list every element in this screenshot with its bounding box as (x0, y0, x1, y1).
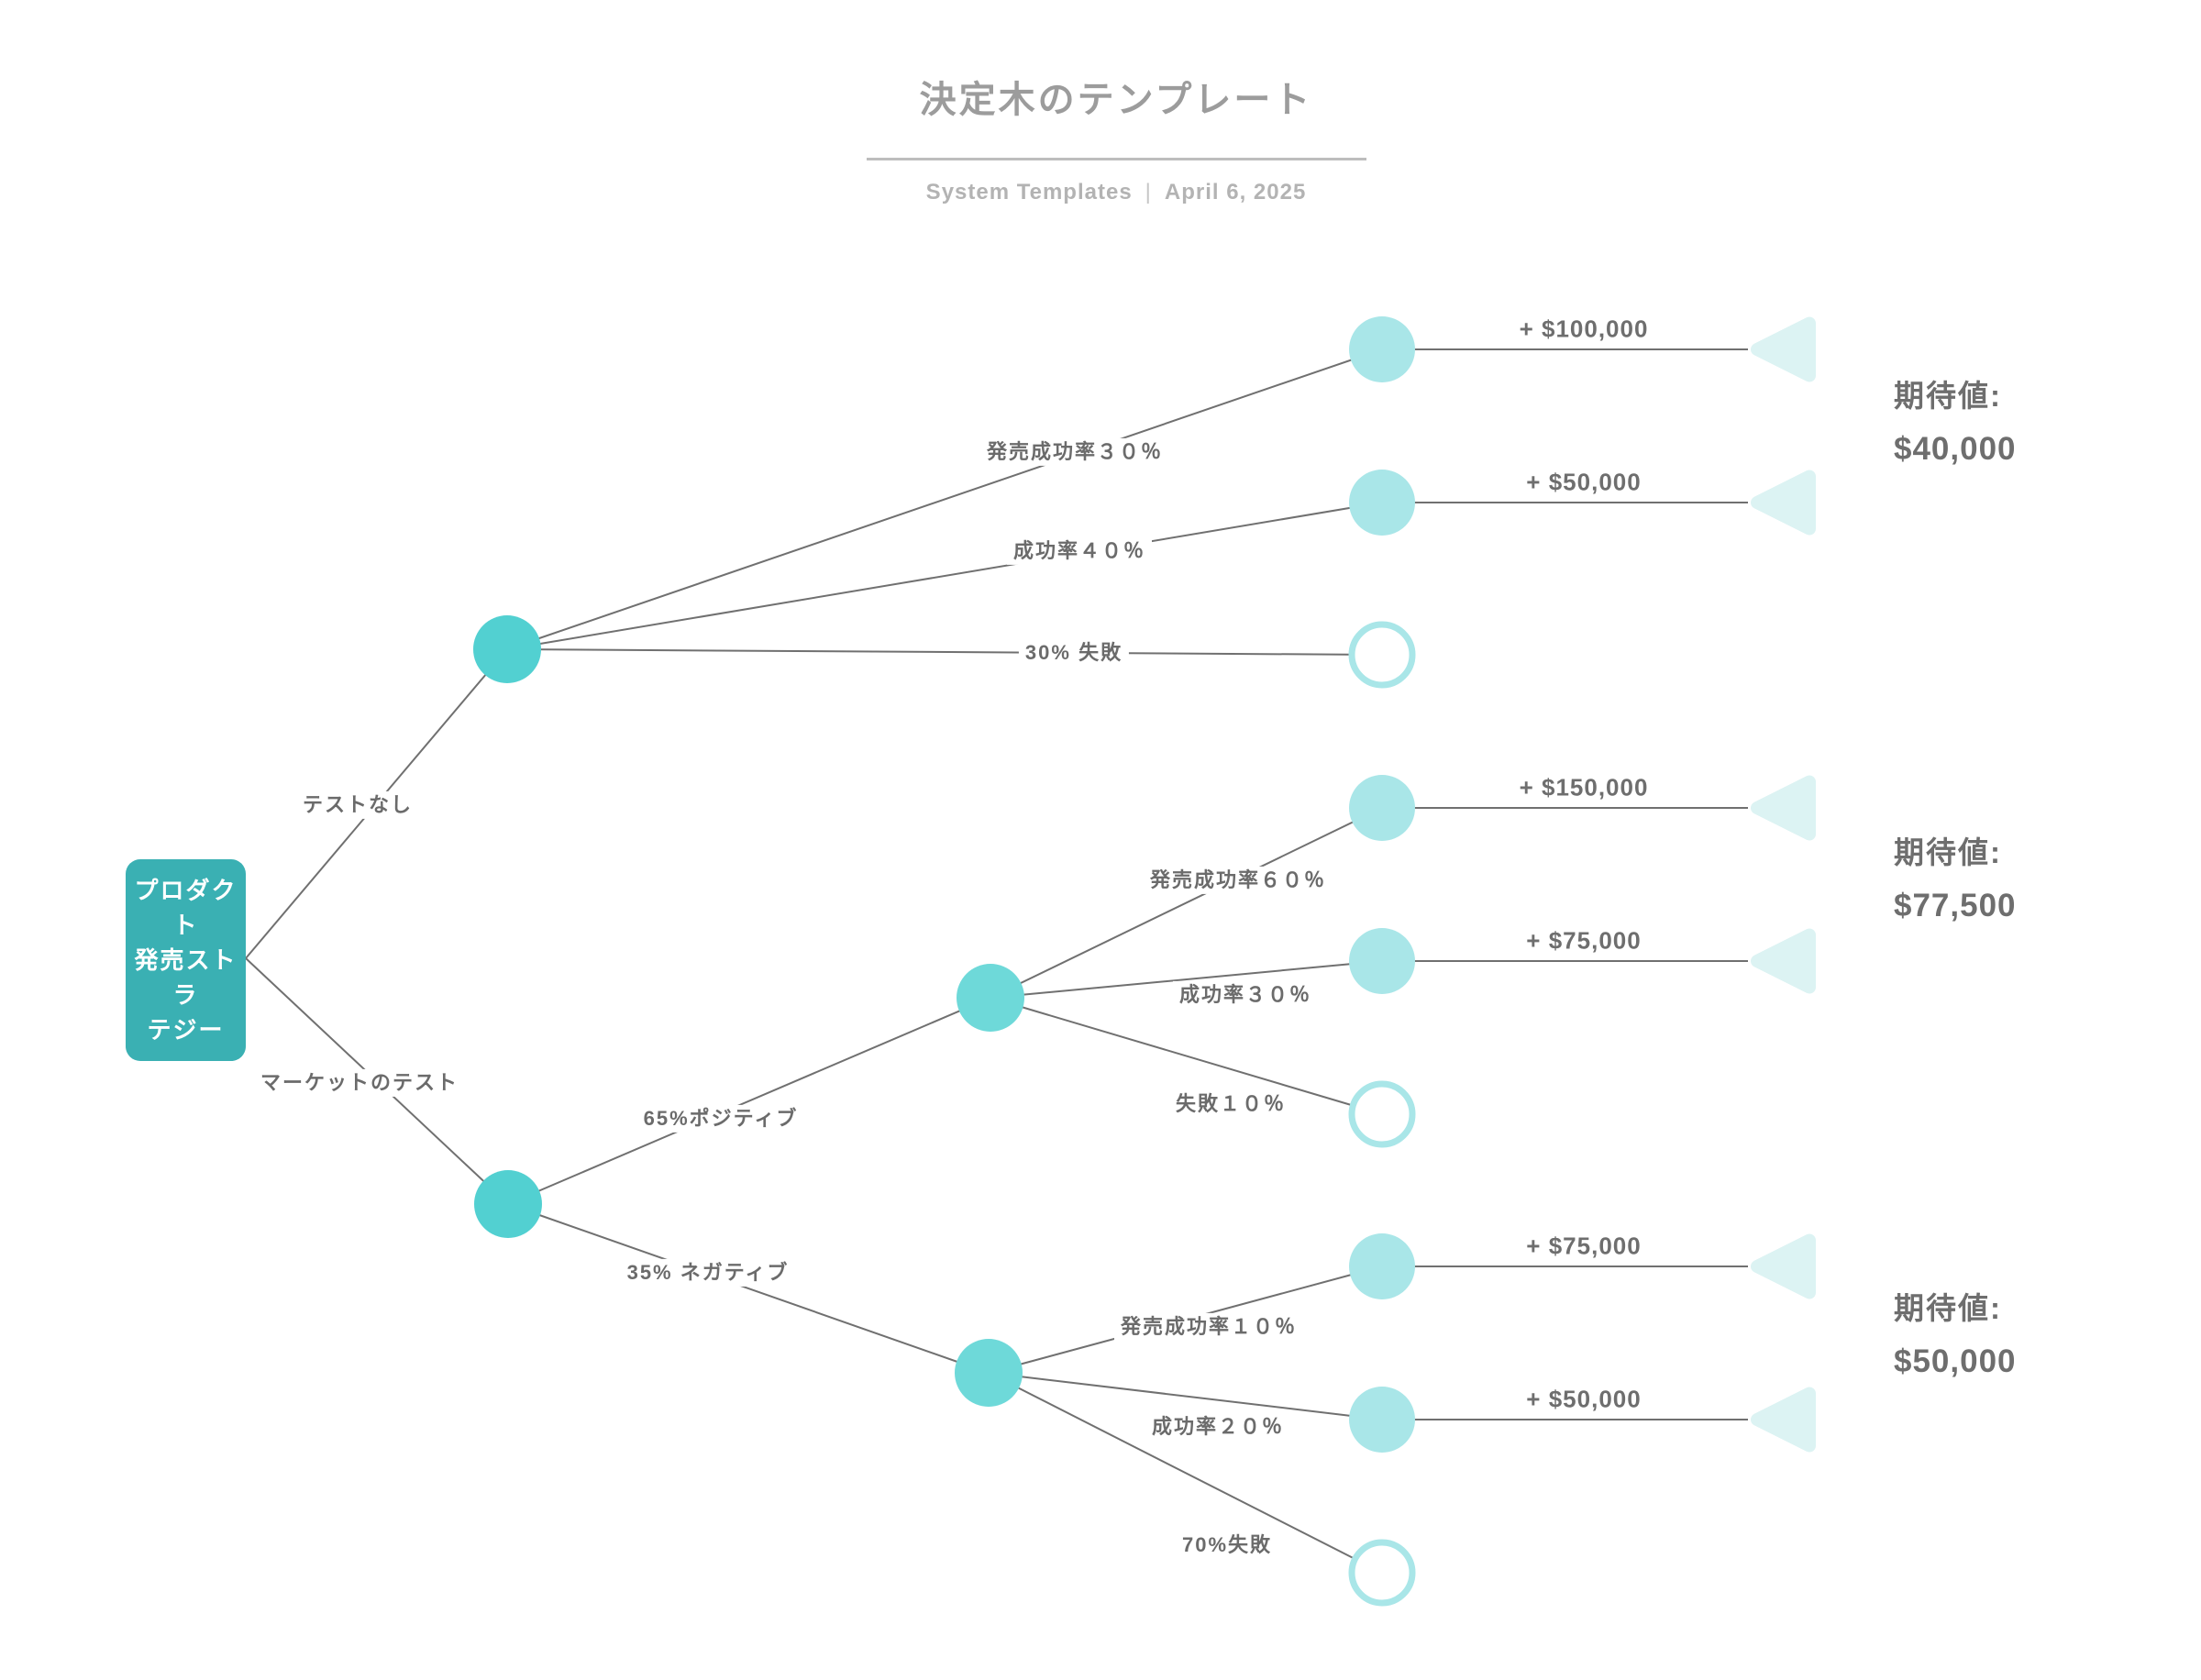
terminal-triangle-50000[interactable] (1751, 470, 1816, 536)
payoff-label-75000-neg[interactable]: + $75,000 (1521, 1231, 1646, 1262)
page-title[interactable]: 決定木のテンプレート (919, 80, 1313, 120)
terminal-triangle-150000[interactable] (1751, 775, 1816, 841)
chance-node-no-test[interactable] (473, 615, 541, 683)
edge-negative-fail70 (988, 1372, 1383, 1574)
expected-value-label: 期待値: (1894, 379, 2002, 413)
expected-value-amount: $50,000 (1894, 1343, 2017, 1379)
outcome-node-success40[interactable] (1349, 470, 1415, 536)
branch-label-success-40[interactable]: 成功率４０％ (1006, 536, 1153, 566)
edge-positive-success30 (990, 960, 1383, 999)
branch-label-positive[interactable]: 65%ポジティブ (636, 1104, 805, 1133)
branch-label-success-20[interactable]: 成功率２０％ (1145, 1412, 1291, 1442)
branch-label-fail-10[interactable]: 失敗１０％ (1168, 1089, 1293, 1119)
expected-value-amount: $40,000 (1894, 431, 2017, 467)
branch-label-fail-30[interactable]: 30% 失敗 (1018, 638, 1130, 668)
outcome-node-success20[interactable] (1349, 1387, 1415, 1453)
expected-value-amount: $77,500 (1894, 888, 2017, 923)
subtitle-divider: | (1145, 180, 1152, 204)
expected-value-label: 期待値: (1894, 1291, 2002, 1325)
subtitle[interactable]: System Templates | April 6, 2025 (926, 180, 1307, 205)
expected-value-no-test[interactable]: 期待値: $40,000 (1894, 371, 2017, 468)
terminal-triangles (1751, 316, 1816, 1453)
edge-notest-fail30 (506, 648, 1383, 656)
root-label-line1: プロダクト (134, 877, 238, 939)
branch-label-market-test[interactable]: マーケットのテスト (253, 1068, 466, 1098)
branch-label-no-test[interactable]: テストなし (295, 790, 420, 820)
chance-node-positive[interactable] (957, 964, 1024, 1032)
subtitle-date: April 6, 2025 (1164, 180, 1307, 204)
payoff-label-75000-pos[interactable]: + $75,000 (1521, 925, 1646, 956)
outcome-node-success30[interactable] (1349, 316, 1415, 382)
outcome-node-success30-pos[interactable] (1349, 928, 1415, 994)
terminal-triangle-75000-neg[interactable] (1751, 1233, 1816, 1299)
payoff-label-50000-neg[interactable]: + $50,000 (1521, 1384, 1646, 1415)
branch-label-launch-success-10[interactable]: 発売成功率１０％ (1113, 1312, 1304, 1342)
edge-positive-fail10 (990, 997, 1383, 1115)
branch-label-launch-success-60[interactable]: 発売成功率６０％ (1143, 866, 1333, 895)
failure-node-no-test[interactable] (1348, 621, 1416, 689)
chance-node-market-test[interactable] (474, 1170, 542, 1238)
terminal-triangle-100000[interactable] (1751, 316, 1816, 382)
terminal-triangle-75000-pos[interactable] (1751, 928, 1816, 994)
expected-value-positive[interactable]: 期待値: $77,500 (1894, 828, 2017, 924)
subtitle-brand: System Templates (925, 180, 1133, 204)
edge-notest-success30 (506, 348, 1383, 650)
expected-value-negative[interactable]: 期待値: $50,000 (1894, 1284, 2017, 1380)
edge-positive-success60 (990, 807, 1383, 999)
root-decision-node[interactable]: プロダクト 発売ストラ テジー (126, 859, 246, 1061)
outcome-node-success60[interactable] (1349, 775, 1415, 841)
payoff-label-150000[interactable]: + $150,000 (1514, 772, 1654, 803)
edge-market-negative (507, 1203, 990, 1374)
branch-label-launch-success-30[interactable]: 発売成功率３０％ (979, 437, 1170, 467)
outcome-node-success10[interactable] (1349, 1233, 1415, 1299)
expected-value-label: 期待値: (1894, 835, 2002, 869)
root-label-line2: 発売ストラ (134, 946, 238, 1009)
root-label-line3: テジー (147, 1016, 225, 1044)
failure-node-positive[interactable] (1348, 1080, 1416, 1148)
payoff-label-50000[interactable]: + $50,000 (1521, 467, 1646, 498)
terminal-triangle-50000-neg[interactable] (1751, 1387, 1816, 1453)
branch-label-fail-70[interactable]: 70%失敗 (1175, 1531, 1279, 1560)
title-underline (867, 158, 1366, 160)
failure-node-negative[interactable] (1348, 1539, 1416, 1607)
branch-label-success-30[interactable]: 成功率３０％ (1172, 980, 1319, 1010)
payoff-label-100000[interactable]: + $100,000 (1514, 314, 1654, 345)
edge-notest-success40 (506, 502, 1383, 650)
branch-label-negative[interactable]: 35% ネガティブ (620, 1258, 796, 1288)
chance-node-negative[interactable] (955, 1339, 1023, 1407)
edge-market-positive (507, 997, 991, 1205)
connector-lines (245, 348, 1748, 1574)
edge-negative-success20 (988, 1372, 1383, 1420)
